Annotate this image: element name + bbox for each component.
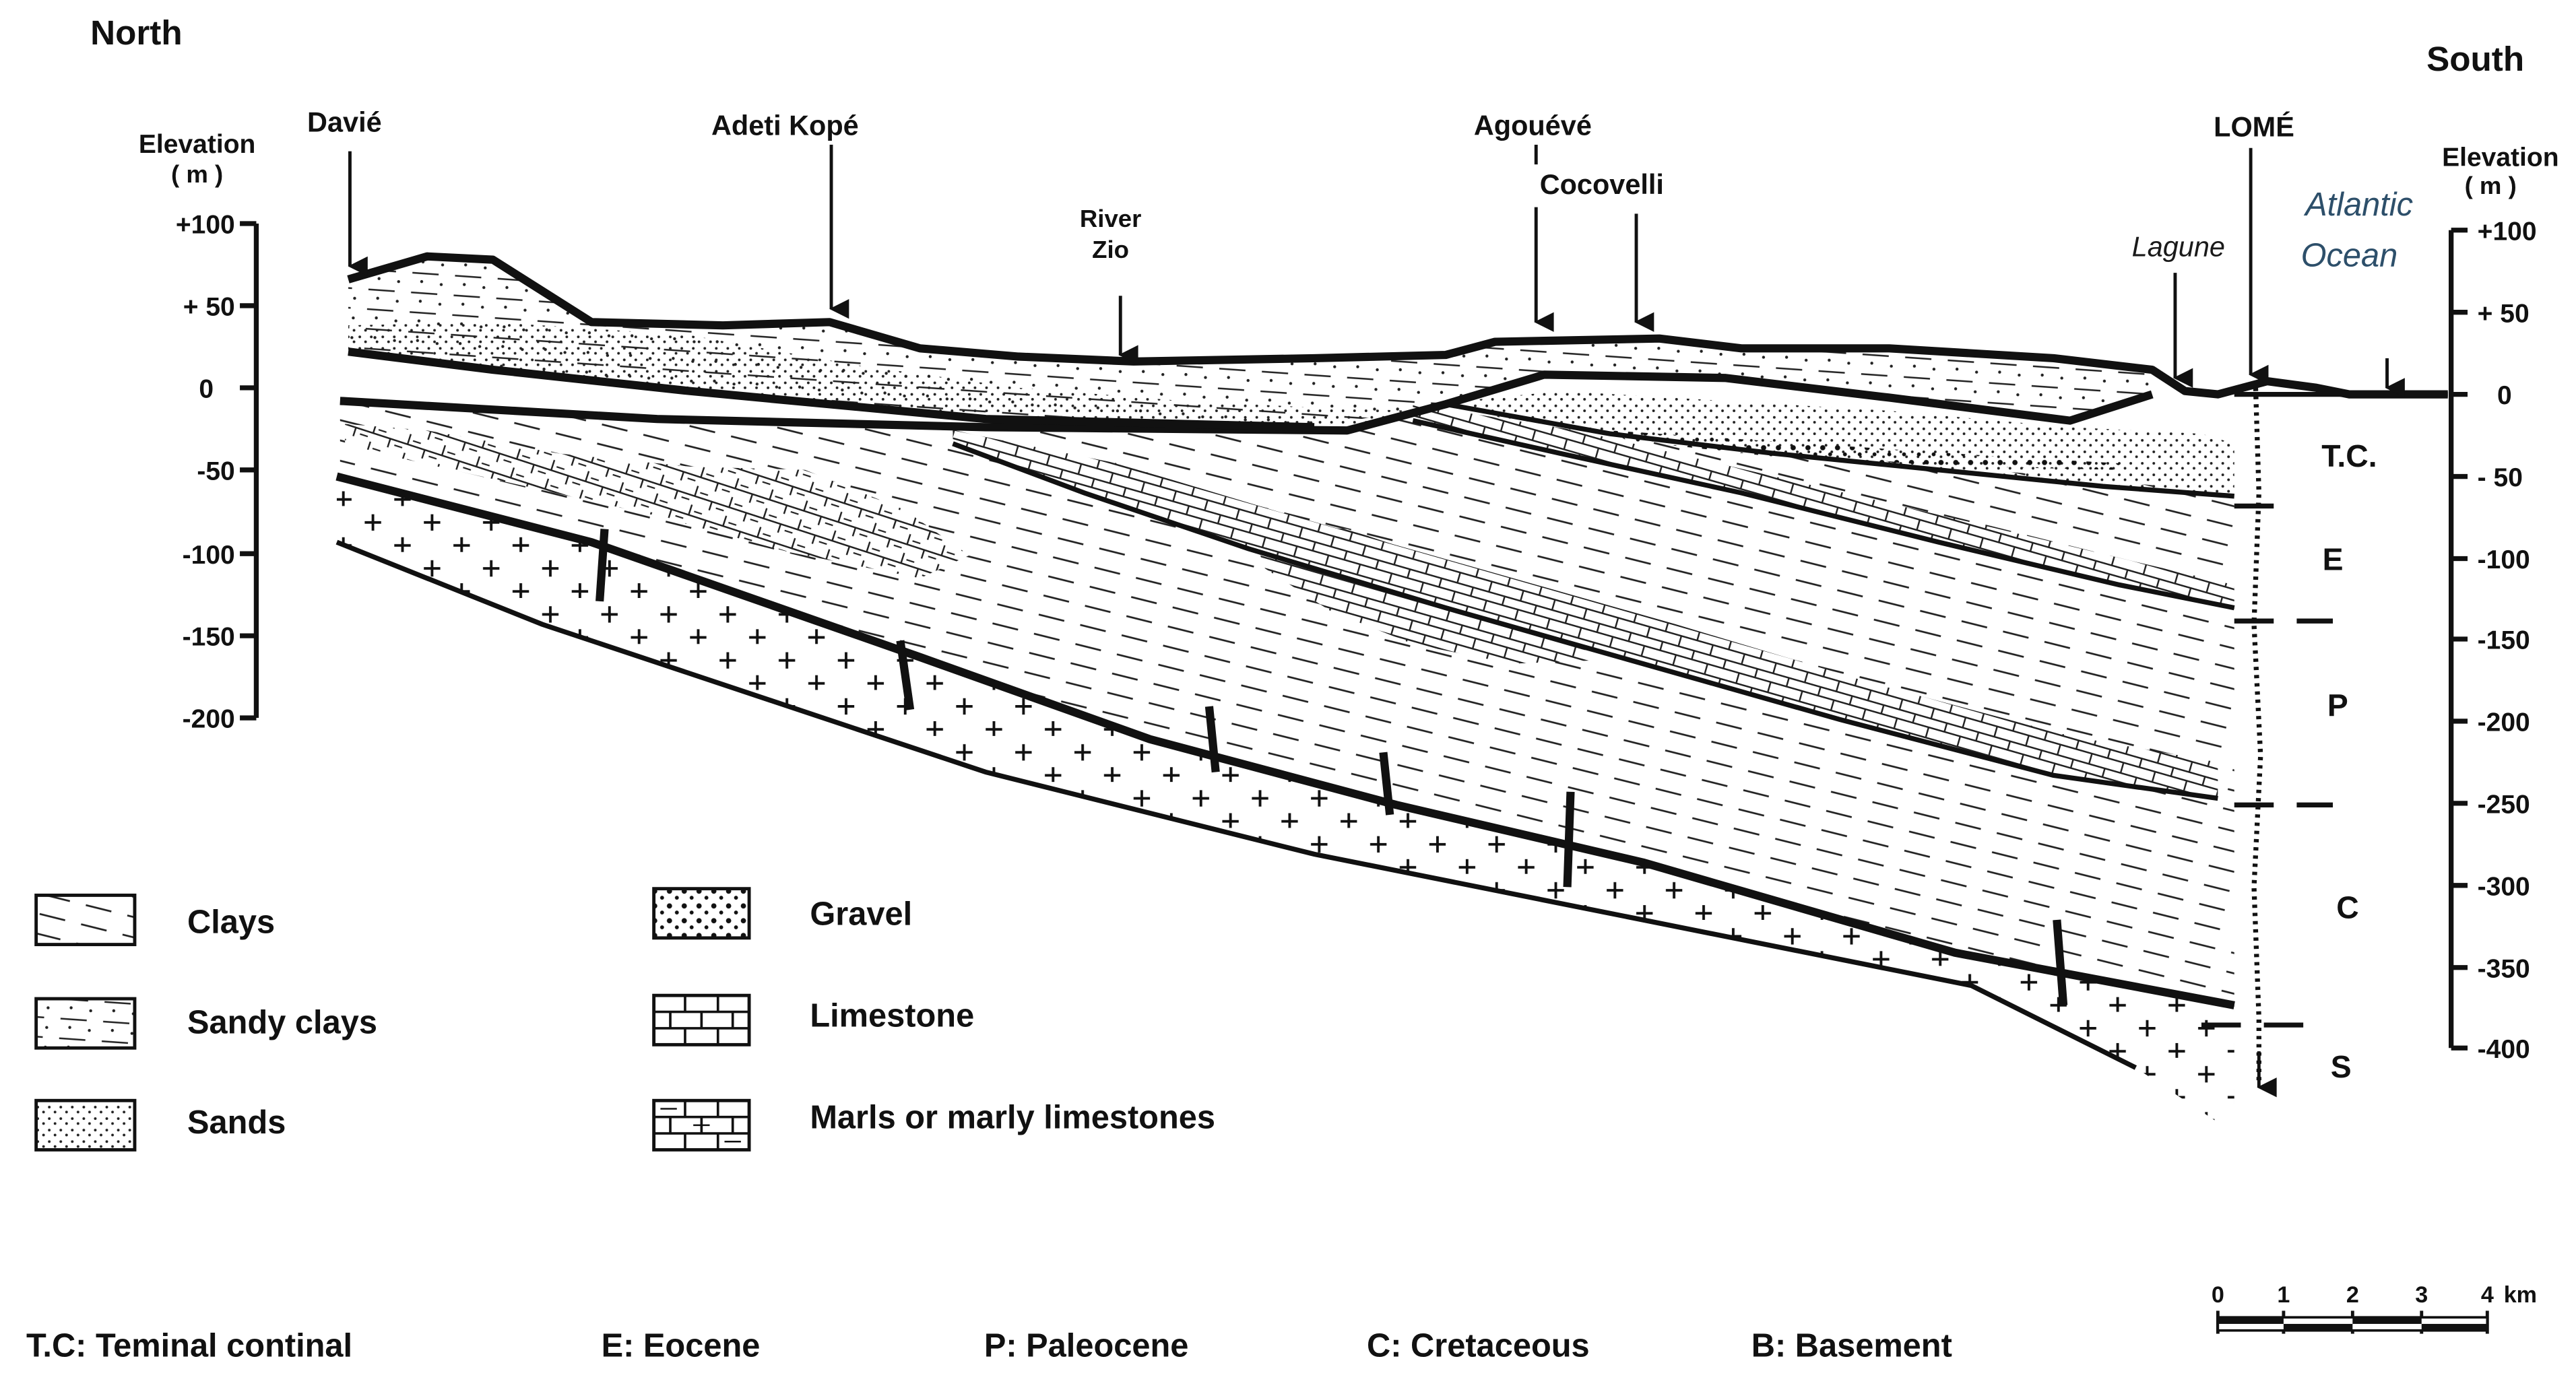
legend-label-sandy-clays: Sandy clays: [187, 1004, 377, 1040]
legend-label-clays: Clays: [187, 904, 275, 941]
locality-river-zio-line1: River: [1080, 205, 1141, 232]
right-tick-label: -300: [2478, 872, 2530, 901]
abbrev-p: P: Paleocene: [984, 1328, 1189, 1364]
left-axis-unit: ( m ): [171, 160, 223, 188]
marl-lens: [345, 424, 969, 578]
legend-label-sands: Sands: [187, 1104, 286, 1141]
gravel-band: [1610, 430, 2120, 470]
left-tick-label: -100: [183, 541, 235, 570]
right-tick-label: + 50: [2478, 299, 2530, 328]
formation-label-e: E: [2323, 542, 2344, 577]
right-tick-label: -250: [2478, 790, 2530, 819]
legend: Clays Sandy clays Sands Gravel Limestone: [34, 887, 1215, 1152]
left-elevation-axis: Elevation ( m ) +100 + 50 0 -50 -100 -15…: [139, 130, 259, 734]
abbrev-e: E: Eocene: [602, 1328, 761, 1364]
right-axis-unit: ( m ): [2465, 172, 2517, 199]
locality-davie: Davié: [307, 106, 382, 137]
right-tick-label: -400: [2478, 1035, 2530, 1064]
formation-label-p: P: [2327, 688, 2348, 723]
locality-markers: [348, 144, 2405, 398]
locality-river-zio-line2: Zio: [1092, 236, 1129, 263]
legend-swatch-gravel: [652, 887, 751, 940]
right-tick-label: - 50: [2478, 463, 2523, 492]
formation-label-s: S: [2331, 1049, 2352, 1084]
legend-swatch-sandy-clays: [34, 997, 137, 1050]
cross-section-body: [335, 252, 2448, 1134]
locality-agoueve: Agouévé: [1474, 109, 1592, 141]
legend-label-marls: Marls or marly limestones: [810, 1100, 1215, 1136]
left-tick-label: -50: [197, 457, 234, 486]
atlantic-ocean-line1: Atlantic: [2303, 187, 2413, 223]
south-label: South: [2426, 40, 2524, 78]
right-axis-title: Elevation: [2442, 143, 2558, 172]
locality-lagune: Lagune: [2132, 231, 2225, 263]
left-tick-label: + 50: [183, 293, 235, 322]
right-tick-label: -350: [2478, 954, 2530, 983]
right-tick-label: 0: [2497, 381, 2512, 410]
legend-label-gravel: Gravel: [810, 896, 912, 932]
locality-lome: LOMÉ: [2214, 111, 2294, 143]
atlantic-ocean-line2: Ocean: [2301, 237, 2398, 273]
formation-label-c: C: [2336, 890, 2358, 925]
sand-unit-south: [1462, 391, 2234, 496]
right-tick-label: -150: [2478, 626, 2530, 655]
limestone-band-upper: [1413, 404, 2234, 608]
locality-cocovelli: Cocovelli: [1540, 168, 1664, 200]
scale-tick-label: 0: [2212, 1282, 2224, 1308]
abbrev-tc: T.C: Teminal continal: [26, 1328, 352, 1364]
left-tick-label: +100: [176, 211, 235, 240]
basement-unit: [336, 476, 2234, 1134]
abbrev-c: C: Cretaceous: [1367, 1328, 1590, 1364]
locality-adeti-kope: Adeti Kopé: [711, 109, 859, 141]
right-tick-label: -200: [2478, 708, 2530, 737]
scale-tick-label: 2: [2346, 1282, 2359, 1308]
legend-label-limestone: Limestone: [810, 998, 974, 1034]
sand-unit: [348, 322, 1413, 431]
legend-swatch-sands: [34, 1098, 137, 1152]
right-tick-label: +100: [2478, 217, 2537, 246]
scale-bar: 0 1 2 3 4 km: [2212, 1282, 2537, 1334]
formation-label-tc: T.C.: [2321, 438, 2377, 473]
left-tick-label: -150: [183, 623, 235, 652]
legend-swatch-clays: [34, 893, 137, 947]
right-elevation-axis: Elevation ( m ) +100 + 50 0 - 50 -100 -1…: [2442, 143, 2558, 1064]
scale-tick-label: 4: [2481, 1282, 2494, 1308]
left-axis-title: Elevation: [139, 130, 255, 159]
left-tick-label: -200: [183, 705, 235, 734]
north-label: North: [90, 13, 183, 52]
left-tick-label: 0: [199, 374, 214, 403]
limestone-band: [953, 430, 2218, 799]
scale-unit: km: [2504, 1282, 2537, 1308]
scale-tick-label: 1: [2277, 1282, 2290, 1308]
legend-swatch-limestone: [652, 993, 751, 1046]
abbrev-b: B: Basement: [1751, 1328, 1952, 1364]
abbreviation-key: T.C: Teminal continal E: Eocene P: Paleo…: [26, 1328, 1952, 1364]
right-tick-label: -100: [2478, 545, 2530, 574]
legend-swatch-marls: [652, 1098, 751, 1152]
scale-tick-label: 3: [2415, 1282, 2428, 1308]
